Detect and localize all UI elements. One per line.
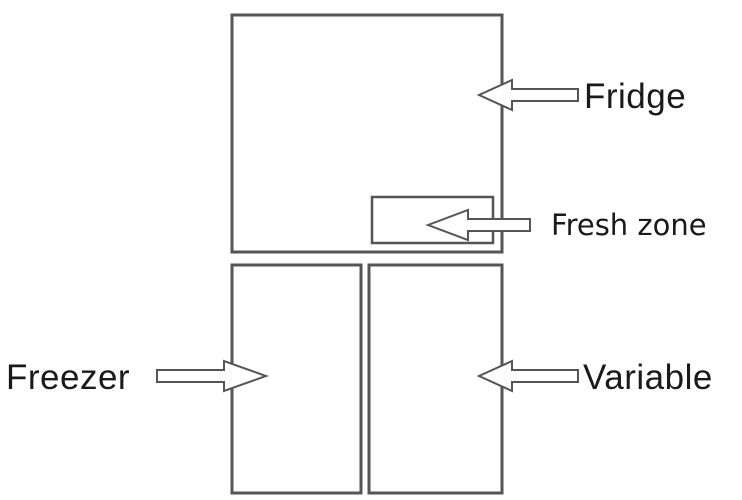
freezer-label: Freezer <box>6 358 130 397</box>
fresh-zone-label: Fresh zone <box>551 208 707 242</box>
variable-arrow-icon <box>476 359 579 393</box>
variable-label: Variable <box>583 358 713 397</box>
variable-compartment <box>367 263 504 495</box>
freezer-arrow-icon <box>156 359 269 393</box>
fridge-arrow-icon <box>476 78 579 112</box>
fresh-zone-arrow-icon <box>425 208 531 242</box>
fridge-compartment <box>230 13 504 254</box>
fridge-label: Fridge <box>584 77 686 116</box>
